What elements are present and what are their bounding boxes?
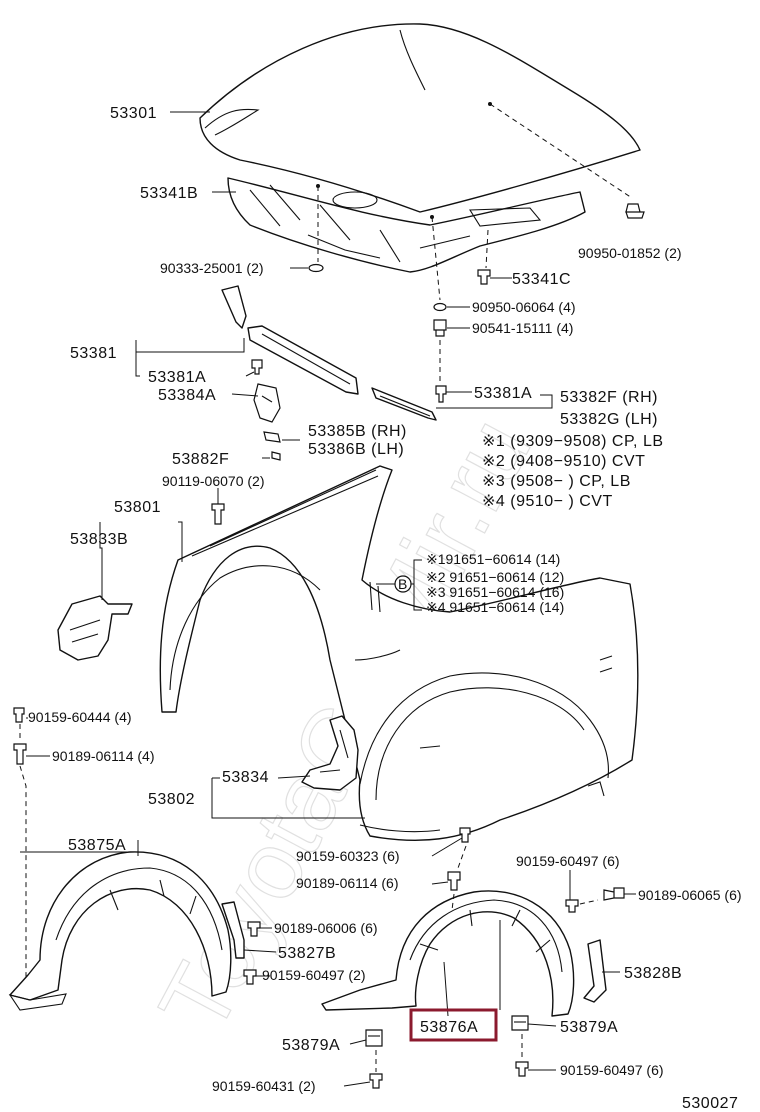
- bolt-callout-letter: B: [398, 576, 407, 592]
- screw-60497-top-icon: [565, 899, 579, 913]
- label-hood: 53301: [110, 105, 157, 122]
- grommet-90950-01852-icon: [625, 203, 645, 219]
- hood-seal-upper: [221, 285, 359, 395]
- hood-insulator: [227, 177, 586, 273]
- label-retainer-53385b: 53385B (RH): [308, 423, 407, 440]
- label-screw-06114-left: 90189-06114 (4): [52, 748, 154, 764]
- screw-60323-icon: [459, 827, 471, 843]
- label-seal-53828b: 53828B: [624, 965, 682, 982]
- seal-53828b: [583, 939, 607, 1003]
- diagram-code: 530027: [682, 1095, 738, 1112]
- label-plate-53882f: 53882F: [172, 451, 229, 468]
- label-clip-53879a-left: 53879A: [282, 1037, 340, 1054]
- label-seal-53381a-left: 53381A: [148, 369, 206, 386]
- label-bolt-06070: 90119-06070 (2): [162, 473, 264, 489]
- front-fender: [159, 465, 639, 841]
- label-seal-53827b: 53827B: [278, 945, 336, 962]
- screw-60497-left-icon: [243, 969, 257, 985]
- label-fender-set-53802: 53802: [148, 791, 195, 808]
- fender-liner-53876a: [321, 890, 575, 1017]
- label-screw-60497-bottom: 90159-60497 (6): [560, 1062, 664, 1078]
- label-seal-53382g: 53382G (LH): [560, 411, 658, 428]
- screw-06114-right-icon: [447, 871, 461, 891]
- bolt-callout-item-2: ※2 91651−60614 (12): [426, 569, 564, 585]
- label-bracket-53834: 53834: [222, 769, 269, 786]
- hood-seal-side: [371, 387, 437, 421]
- bolt-callout-item-4: ※4 91651−60614 (14): [426, 599, 564, 615]
- selected-part-highlight: [409, 1008, 498, 1042]
- seal-clip-left-icon: [251, 359, 263, 375]
- label-grommet-06064: 90950-06064 (4): [472, 299, 576, 315]
- label-hood-insulator: 53341B: [140, 185, 198, 202]
- note-4: ※4 (9510− ) CVT: [482, 493, 613, 510]
- bracket-53833b: [57, 595, 133, 661]
- label-seal-53381a-right: 53381A: [474, 385, 532, 402]
- cushion-53384a-icon: [253, 383, 281, 423]
- label-screw-06065: 90189-06065 (6): [638, 887, 742, 903]
- label-clip-53879a-right: 53879A: [560, 1019, 618, 1036]
- note-1: ※1 (9309−9508) CP, LB: [482, 433, 664, 450]
- screw-60431-icon: [369, 1073, 383, 1089]
- cushion-90541-icon: [433, 319, 447, 337]
- clip-53879a-left-icon: [365, 1029, 383, 1047]
- bolt-90159-60444-icon: [13, 707, 25, 723]
- seal-clip-right-icon: [435, 385, 447, 403]
- screw-06065-icon: [603, 887, 625, 901]
- label-bracket-53833b: 53833B: [70, 531, 128, 548]
- label-grommet-01852: 90950-01852 (2): [578, 245, 682, 261]
- part-labels: 53301 53341B 90333-25001 (2) 90950-01852…: [28, 105, 742, 1112]
- label-liner-53876a: 53876A: [420, 1019, 478, 1036]
- label-cushion-53384a: 53384A: [158, 387, 216, 404]
- clip-53341c-icon: [477, 269, 491, 285]
- hood-panel: [199, 23, 641, 219]
- bolt-callout-item-3: ※3 91651−60614 (16): [426, 584, 564, 600]
- label-fender-group: 53801: [114, 499, 161, 516]
- label-screw-60323: 90159-60323 (6): [296, 848, 400, 864]
- bolt-callout-item-1: ※191651−60614 (14): [426, 551, 560, 567]
- label-seal-53382f: 53382F (RH): [560, 389, 658, 406]
- label-screw-60431: 90159-60431 (2): [212, 1078, 316, 1094]
- note-2: ※2 (9408−9510) CVT: [482, 453, 645, 470]
- bolt-callout-list: ※191651−60614 (14) ※2 91651−60614 (12) ※…: [411, 551, 564, 615]
- screw-60497-bottom-icon: [515, 1061, 529, 1077]
- label-retainer-53386b: 53386B (LH): [308, 441, 404, 458]
- grommet-90950-06064-icon: [433, 302, 447, 312]
- label-liner-53875a: 53875A: [68, 837, 126, 854]
- screw-06006-icon: [247, 921, 261, 937]
- seal-53827b: [221, 901, 245, 959]
- label-screw-06114-right: 90189-06114 (6): [296, 875, 398, 891]
- label-clip-25001: 90333-25001 (2): [160, 260, 264, 276]
- retainer-53385b-icon: [263, 431, 281, 443]
- bolt-90119-icon: [211, 503, 225, 525]
- screw-90189-left-icon: [13, 743, 27, 765]
- label-cushion-15111: 90541-15111 (4): [472, 320, 573, 336]
- clip-53879a-right-icon: [511, 1015, 529, 1031]
- label-screw-60497-top: 90159-60497 (6): [516, 853, 620, 869]
- label-screw-60497-left: 90159-60497 (2): [262, 967, 366, 983]
- clip-90333-icon: [308, 263, 324, 273]
- note-3: ※3 (9508− ) CP, LB: [482, 473, 631, 490]
- bracket-53834: [301, 715, 359, 791]
- label-bolt-60444: 90159-60444 (4): [28, 709, 132, 725]
- label-clip-53341c: 53341C: [512, 271, 571, 288]
- label-screw-06006: 90189-06006 (6): [274, 920, 378, 936]
- plate-53882f-icon: [271, 451, 281, 461]
- bolt-callout-marker: B: [376, 575, 412, 593]
- application-notes: ※1 (9309−9508) CP, LB ※2 (9408−9510) CVT…: [482, 433, 664, 510]
- leader-lines: [20, 111, 636, 1087]
- fender-liner-53875a: [8, 851, 232, 1011]
- label-seal-group: 53381: [70, 345, 117, 362]
